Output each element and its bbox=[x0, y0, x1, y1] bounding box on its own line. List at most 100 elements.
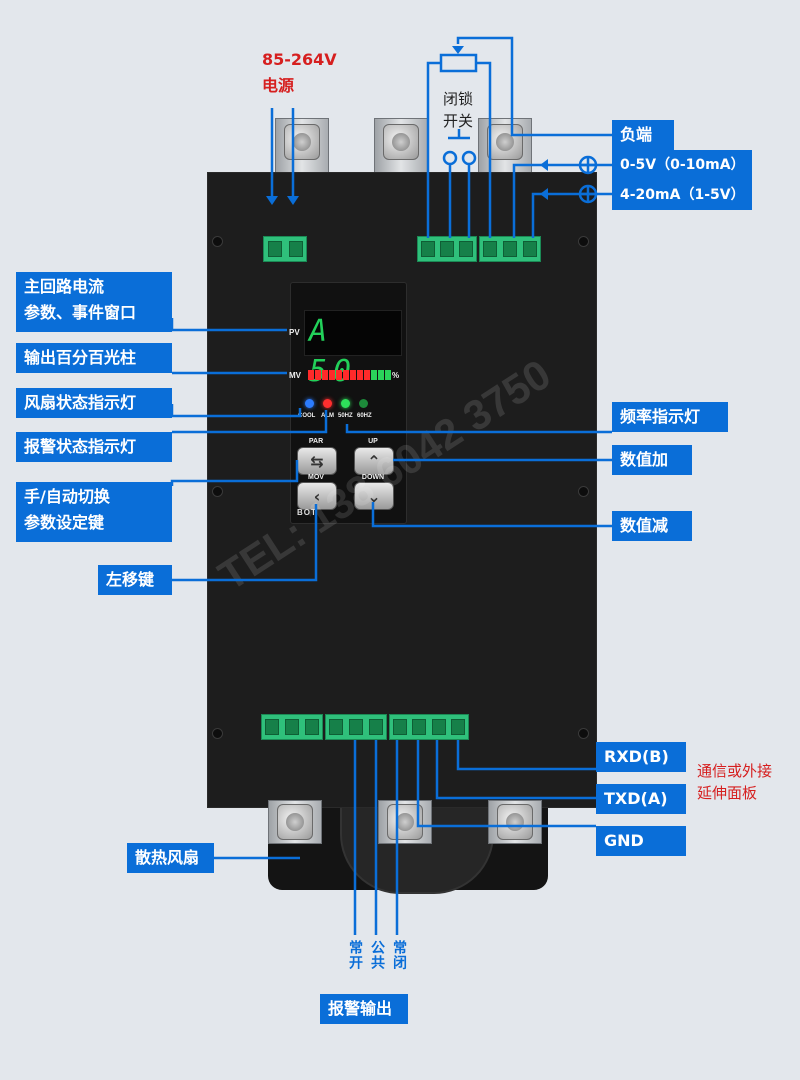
callout-gnd: GND bbox=[596, 826, 686, 856]
bargraph-segment bbox=[385, 370, 391, 380]
gnd-wire bbox=[416, 740, 596, 828]
power-terminal bbox=[263, 236, 307, 262]
bottom-left-bolt bbox=[277, 804, 313, 840]
in2-arrow bbox=[540, 188, 548, 200]
relay-nc-label: 常闭 bbox=[391, 940, 407, 970]
cool-led bbox=[305, 399, 314, 408]
par-leader bbox=[170, 460, 299, 486]
par-key[interactable]: ⇆ bbox=[297, 447, 337, 475]
pot-wiper-arrow bbox=[452, 46, 464, 54]
top-right-bolt bbox=[487, 124, 523, 160]
mov-label: MOV bbox=[308, 474, 324, 481]
hz50-label: 50HZ bbox=[338, 413, 353, 419]
callout-main-current-line1: 主回路电流 bbox=[24, 277, 105, 296]
bargraph-segment bbox=[378, 370, 384, 380]
screw-hole bbox=[578, 236, 589, 247]
bargraph-segment bbox=[371, 370, 377, 380]
potentiometer bbox=[439, 53, 478, 73]
bargraph-segment bbox=[364, 370, 370, 380]
pv-tag: PV bbox=[289, 328, 300, 337]
power-name: 电源 bbox=[262, 76, 295, 95]
relay-no-label: 常开 bbox=[347, 940, 363, 970]
callout-mode-switch-line2: 参数设定键 bbox=[24, 513, 105, 532]
in1-arrow bbox=[540, 159, 548, 171]
screw-hole bbox=[212, 728, 223, 739]
bargraph-segment bbox=[308, 370, 314, 380]
bargraph-segment bbox=[350, 370, 356, 380]
comm-note-line1: 通信或外接 bbox=[697, 762, 773, 780]
hz50-led bbox=[341, 399, 350, 408]
bargraph-segment bbox=[329, 370, 335, 380]
callout-alarm-output: 报警输出 bbox=[320, 994, 408, 1024]
input-05v-wire bbox=[512, 163, 612, 238]
callout-value-up: 数值加 bbox=[612, 445, 692, 475]
par-label: PAR bbox=[308, 438, 324, 445]
brand-logo: BOT bbox=[297, 508, 317, 517]
pot-wire-left bbox=[426, 61, 441, 238]
pv-leader bbox=[170, 318, 287, 332]
pv-window bbox=[304, 310, 402, 356]
screw-hole bbox=[578, 728, 589, 739]
bargraph-segment bbox=[336, 370, 342, 380]
power-voltage: 85-264V bbox=[262, 50, 337, 69]
callout-negative: 负端 bbox=[612, 120, 674, 150]
relay-com-label: 公共 bbox=[369, 940, 385, 970]
lock-switch-line1: 闭锁 bbox=[443, 90, 474, 108]
down-leader bbox=[371, 502, 612, 528]
top-mid-bolt bbox=[383, 124, 419, 160]
mv-tag: MV bbox=[289, 371, 301, 380]
callout-fan-status: 风扇状态指示灯 bbox=[16, 388, 172, 418]
up-label: UP bbox=[368, 438, 378, 445]
callout-heat-fan: 散热风扇 bbox=[127, 843, 214, 873]
bargraph-segment bbox=[315, 370, 321, 380]
callout-input-05v: 0-5V（0-10mA） bbox=[612, 150, 752, 180]
alm-label: ALM bbox=[321, 413, 334, 419]
signal-terminal-left bbox=[417, 236, 477, 262]
callout-freq-led: 频率指示灯 bbox=[612, 402, 728, 432]
percent-sign: % bbox=[392, 371, 400, 380]
bargraph-segment bbox=[357, 370, 363, 380]
signal-terminal-right bbox=[479, 236, 541, 262]
bottom-terminal-1 bbox=[261, 714, 323, 740]
callout-main-current: 主回路电流 参数、事件窗口 bbox=[16, 272, 172, 332]
callout-txd: TXD(A) bbox=[596, 784, 686, 814]
callout-value-down: 数值减 bbox=[612, 511, 692, 541]
lock-terminal-1 bbox=[442, 150, 458, 166]
up-key[interactable]: ⌃ bbox=[354, 447, 394, 475]
callout-input-420: 4-20mA（1-5V） bbox=[612, 180, 752, 210]
cool-label: COOL bbox=[298, 413, 316, 419]
source-symbol-2 bbox=[578, 184, 598, 204]
top-left-bolt bbox=[284, 124, 320, 160]
hz60-led bbox=[359, 399, 368, 408]
callout-output-bar: 输出百分百光柱 bbox=[16, 343, 172, 373]
power-arrow-1 bbox=[266, 196, 278, 205]
power-arrow-2 bbox=[287, 196, 299, 205]
comm-note-line2: 延伸面板 bbox=[697, 784, 758, 802]
comm-terminal bbox=[389, 714, 469, 740]
freq-leader bbox=[345, 424, 612, 434]
alarm-led bbox=[323, 399, 332, 408]
callout-rxd: RXD(B) bbox=[596, 742, 686, 772]
lock-terminal-2 bbox=[461, 150, 477, 166]
input-420-wire bbox=[531, 192, 612, 238]
callout-alarm-status: 报警状态指示灯 bbox=[16, 432, 172, 462]
screw-hole bbox=[212, 236, 223, 247]
screw-hole bbox=[578, 486, 589, 497]
callout-main-current-line2: 参数、事件窗口 bbox=[24, 303, 137, 322]
bargraph-segment bbox=[322, 370, 328, 380]
pot-wiper bbox=[456, 36, 514, 118]
pot-wire-right bbox=[476, 61, 492, 238]
source-symbol-1 bbox=[578, 155, 598, 175]
down-label: DOWN bbox=[361, 474, 385, 481]
bargraph-segment bbox=[343, 370, 349, 380]
mov-leader bbox=[172, 504, 318, 582]
cool-leader bbox=[170, 404, 302, 418]
txd-wire bbox=[435, 740, 596, 800]
callout-shift-left: 左移键 bbox=[98, 565, 172, 595]
callout-mode-switch-line1: 手/自动切换 bbox=[24, 487, 110, 506]
callout-mode-switch: 手/自动切换 参数设定键 bbox=[16, 482, 172, 542]
lock-switch-line2: 开关 bbox=[443, 112, 474, 130]
negative-wire bbox=[510, 118, 612, 137]
